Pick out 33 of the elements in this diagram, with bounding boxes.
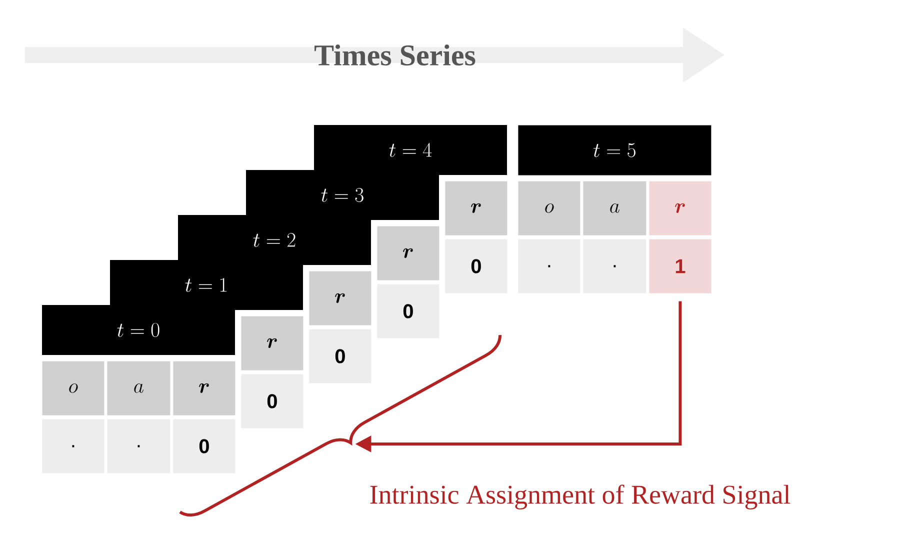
table-cell: 0 (445, 239, 508, 294)
node-label: $t = 4$ (389, 142, 432, 157)
table-cell: 0 (377, 284, 440, 338)
header-box: $t = 2$ (178, 215, 371, 265)
header-box: $t = 3$ (246, 170, 439, 220)
table-cell: $r$ (445, 181, 508, 236)
caption-text: Intrinsic Assignment of Reward Signal (370, 484, 790, 510)
header-box: $t = 0$ (42, 305, 235, 355)
header-box: $t = 4$ (314, 125, 507, 175)
table-cell: $r$ (241, 316, 304, 370)
table-cell: 0 (173, 419, 236, 474)
table-cell: $r$ (173, 361, 236, 416)
table-cell: $a$ (107, 361, 170, 416)
table-cell: $o$ (518, 181, 580, 236)
table-cell: . (107, 419, 170, 474)
table-cell: 0 (241, 374, 304, 428)
node-label: $t = 1$ (185, 278, 227, 292)
title-text: Times Series (314, 44, 476, 66)
node-label: $t = 2$ (253, 232, 296, 247)
header-box: $t = 5$ (518, 125, 712, 176)
table-cell: 1 (649, 239, 712, 294)
header-box: $t = 1$ (110, 260, 303, 310)
table-cell: 0 (309, 329, 372, 384)
node-label: $t = 3$ (321, 188, 364, 202)
node-label: $t = 0$ (117, 322, 160, 338)
table-cell: . (42, 419, 104, 474)
table-cell: . (583, 239, 646, 294)
table-cell: $r$ (649, 181, 712, 236)
table-cell: . (518, 239, 580, 294)
table-cell: $a$ (583, 181, 646, 236)
table-cell: $r$ (377, 226, 440, 280)
table-cell: $o$ (42, 361, 104, 416)
table-cell: $r$ (309, 271, 372, 326)
